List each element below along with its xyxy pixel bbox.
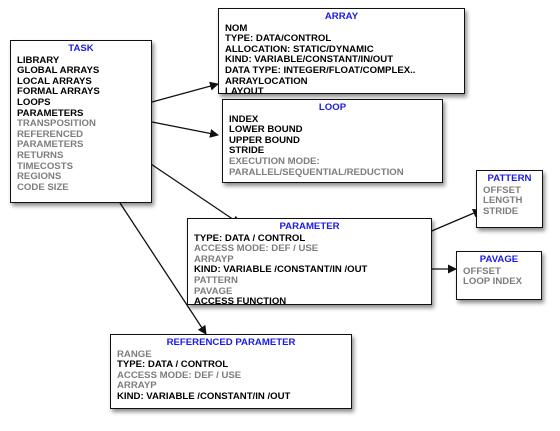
- pattern-title: PATTERN: [487, 173, 532, 184]
- array-attribute: KIND: VARIABLE/CONSTANT/IN/OUT: [225, 54, 394, 66]
- arrow-task-to-array: [151, 81, 219, 103]
- task-attribute: LOOPS: [17, 96, 51, 108]
- task-attribute: RETURNS: [17, 149, 64, 161]
- parameter-attribute: ARRAYP: [194, 253, 234, 265]
- parameter-title: PARAMETER: [279, 221, 340, 232]
- task-title: TASK: [68, 43, 94, 54]
- loop-title: LOOP: [318, 102, 347, 113]
- referenced-parameter-attribute: ARRAYP: [117, 380, 157, 392]
- loop-attribute: LOWER BOUND: [229, 124, 303, 136]
- arrow-task-to-referenced-parameter: [119, 202, 207, 335]
- referenced-parameter-attribute: TYPE: DATA / CONTROL: [117, 359, 229, 371]
- array-attribute: LAYOUT: [225, 86, 264, 98]
- array-attribute: ARRAYLOCATION: [225, 75, 308, 87]
- referenced-parameter-title: REFERENCED PARAMETER: [166, 337, 296, 348]
- arrow-parameter-to-pattern: [426, 208, 482, 234]
- parameter-attribute: ACCESS MODE: DEF / USE: [194, 243, 319, 255]
- loop-attribute: PARALLEL/SEQUENTIAL/REDUCTION: [229, 166, 404, 178]
- array-attribute: NOM: [225, 22, 248, 34]
- referenced-parameter-attribute: RANGE: [117, 348, 152, 360]
- loop-attribute: STRIDE: [229, 145, 265, 157]
- array-title: ARRAY: [324, 11, 359, 22]
- loop-attribute: UPPER BOUND: [229, 134, 300, 146]
- array-attribute: ALLOCATION: STATIC/DYNAMIC: [225, 43, 374, 55]
- task-attribute: TIMECOSTS: [17, 160, 73, 172]
- parameter-attribute: PATTERN: [194, 274, 238, 286]
- pavage-attribute: LOOP INDEX: [463, 276, 522, 288]
- referenced-parameter-attribute: KIND: VARIABLE /CONSTANT/IN /OUT: [117, 390, 291, 402]
- array-attribute: TYPE: DATA/CONTROL: [225, 33, 332, 45]
- pattern-attribute: OFFSET: [483, 184, 521, 196]
- task-attribute: REGIONS: [17, 171, 62, 183]
- task-attribute: TRANSPOSITION: [17, 118, 96, 130]
- parameter-attribute: ACCESS FUNCTION: [194, 296, 287, 308]
- arrow-task-to-loop: [151, 121, 219, 138]
- task-attribute: REFERENCED: [17, 128, 84, 140]
- loop-attribute: EXECUTION MODE:: [229, 155, 320, 167]
- task-attribute: PARAMETERS: [17, 139, 84, 151]
- parameter-attribute: KIND: VARIABLE /CONSTANT/IN /OUT: [194, 264, 368, 276]
- pavage-title: PAVAGE: [479, 254, 519, 265]
- pattern-attribute: STRIDE: [483, 205, 519, 217]
- loop-attribute: INDEX: [229, 113, 259, 125]
- task-attribute: FORMAL ARRAYS: [17, 86, 100, 98]
- task-attribute: PARAMETERS: [17, 107, 84, 119]
- task-attribute: CODE SIZE: [17, 181, 69, 193]
- referenced-parameter-attribute: ACCESS MODE: DEF / USE: [117, 369, 242, 381]
- task-attribute: GLOBAL ARRAYS: [17, 65, 100, 77]
- array-attribute: DATA TYPE: INTEGER/FLOAT/COMPLEX..: [225, 64, 416, 76]
- parameter-attribute: PAVAGE: [194, 285, 233, 297]
- task-attribute: LOCAL ARRAYS: [17, 75, 92, 87]
- arrow-task-to-parameter: [144, 159, 241, 225]
- parameter-attribute: TYPE: DATA / CONTROL: [194, 232, 306, 244]
- task-attribute: LIBRARY: [17, 54, 60, 66]
- pattern-attribute: LENGTH: [483, 195, 523, 207]
- pavage-attribute: OFFSET: [463, 265, 501, 277]
